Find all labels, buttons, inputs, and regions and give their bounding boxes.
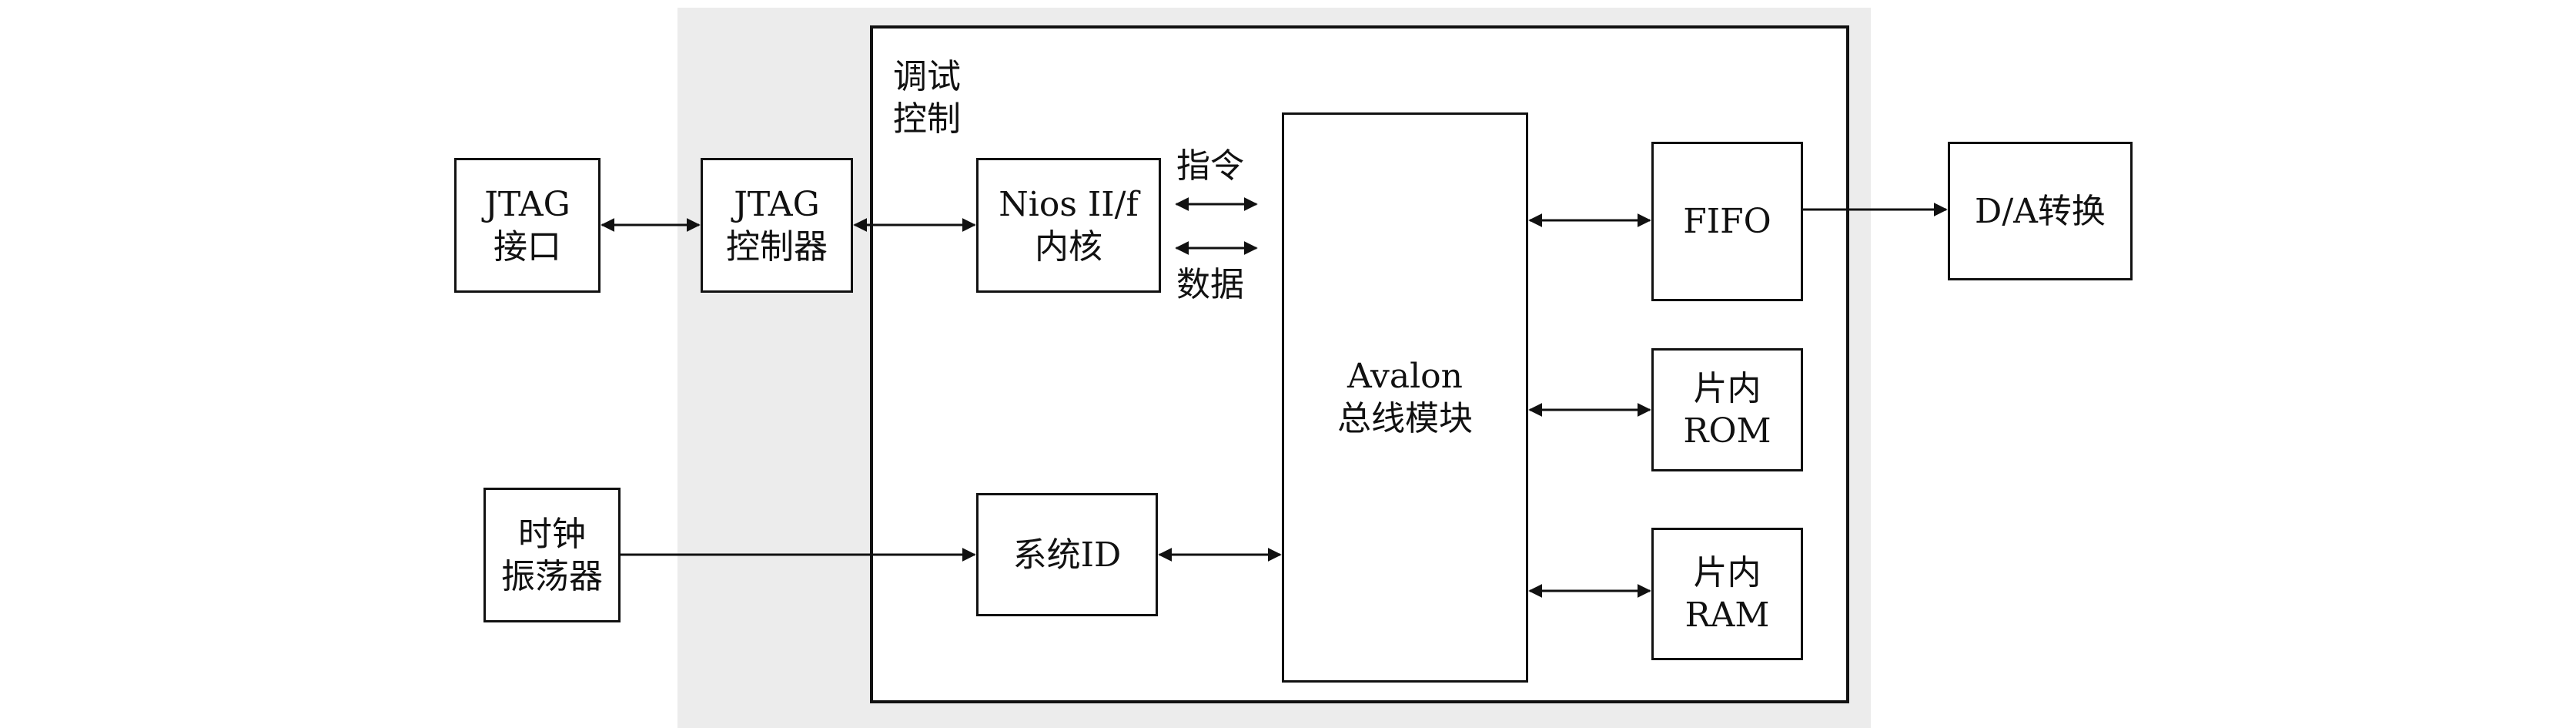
da-converter-block: D/A转换 (1948, 142, 2133, 280)
avalon-bus-block: Avalon 总线模块 (1282, 112, 1528, 683)
onchip-ram-block: 片内 RAM (1651, 528, 1803, 660)
instruction-label: 指令 (1176, 146, 1244, 186)
clock-oscillator-block: 时钟 振荡器 (483, 488, 621, 622)
fifo-block: FIFO (1651, 142, 1803, 301)
debug-control-label: 调试 控制 (893, 57, 961, 139)
jtag-controller-block: JTAG 控制器 (701, 158, 853, 293)
nios-core-block: Nios II/f 内核 (976, 158, 1161, 293)
jtag-port-block: JTAG 接口 (454, 158, 601, 293)
data-label: 数据 (1176, 265, 1244, 304)
system-id-block: 系统ID (976, 493, 1158, 616)
onchip-rom-block: 片内 ROM (1651, 348, 1803, 471)
